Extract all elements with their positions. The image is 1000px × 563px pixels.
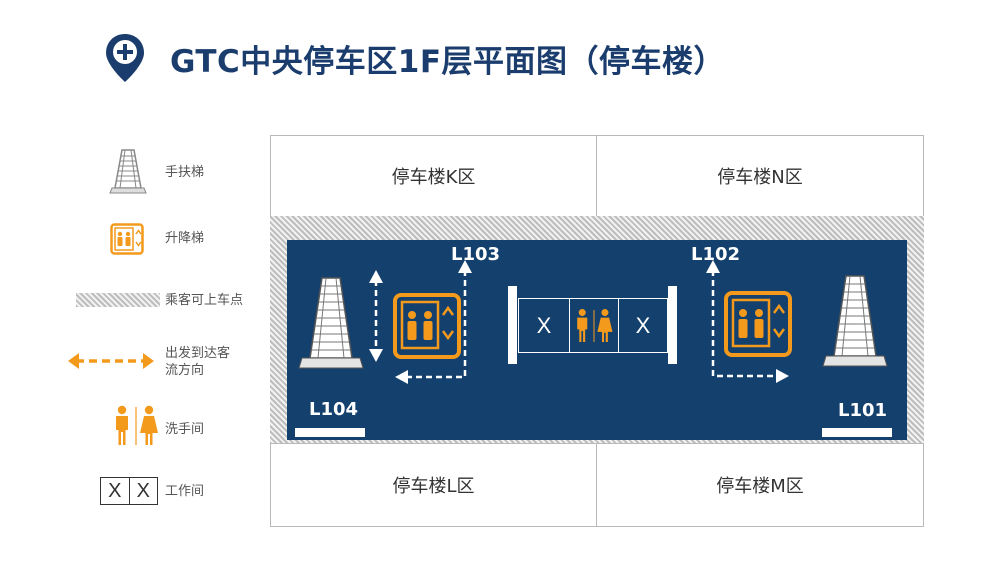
central-concourse — [287, 240, 907, 440]
legend-label-pickup: 乘客可上车点 — [165, 293, 244, 308]
staff-room-left[interactable]: X — [519, 299, 570, 352]
legend-label-flow: 出发到达客流方向 — [165, 346, 231, 378]
point-label-l104: L104 — [309, 399, 359, 420]
location-pin-plus-icon — [105, 33, 145, 87]
dashed-double-arrow-icon — [66, 350, 156, 376]
page-title: GTC中央停车区1F层平面图（停车楼） — [170, 44, 726, 80]
staff-room-icon: X X — [100, 477, 158, 505]
legend-label-escalator: 手扶梯 — [165, 165, 205, 180]
flow-arrows — [287, 240, 907, 444]
legend-restroom-icon — [111, 405, 161, 451]
legend-label-elevator: 升降梯 — [165, 231, 205, 246]
escalator-icon[interactable] — [822, 274, 888, 372]
legend-escalator-icon — [108, 148, 148, 198]
point-label-l103: L103 — [451, 244, 501, 265]
restroom-icon — [577, 308, 613, 342]
staff-room-glyph: X — [101, 478, 130, 504]
restroom[interactable] — [570, 299, 619, 352]
zone-parking-m: 停车楼M区 — [596, 443, 924, 527]
legend-label-restroom: 洗手间 — [165, 422, 205, 437]
pickup-marker-l104 — [295, 428, 365, 437]
zone-parking-k: 停车楼K区 — [270, 135, 597, 217]
elevator-icon[interactable] — [724, 291, 792, 361]
pickup-marker-l101 — [822, 428, 892, 437]
staff-room-glyph: X — [136, 479, 150, 502]
pillar — [668, 286, 677, 364]
point-label-l101: L101 — [838, 400, 888, 421]
legend-label-staff-room: 工作间 — [165, 484, 205, 499]
pillar — [508, 286, 517, 364]
elevator-icon[interactable] — [393, 293, 461, 363]
staff-room-right[interactable]: X — [635, 312, 651, 338]
zone-parking-n: 停车楼N区 — [596, 135, 924, 217]
legend-elevator-icon — [110, 223, 144, 259]
point-label-l102: L102 — [691, 244, 741, 265]
escalator-icon[interactable] — [298, 276, 364, 374]
zone-parking-l: 停车楼L区 — [270, 443, 597, 527]
restroom-block: X X — [518, 298, 668, 353]
hatched-pickup-area-icon — [76, 293, 160, 307]
